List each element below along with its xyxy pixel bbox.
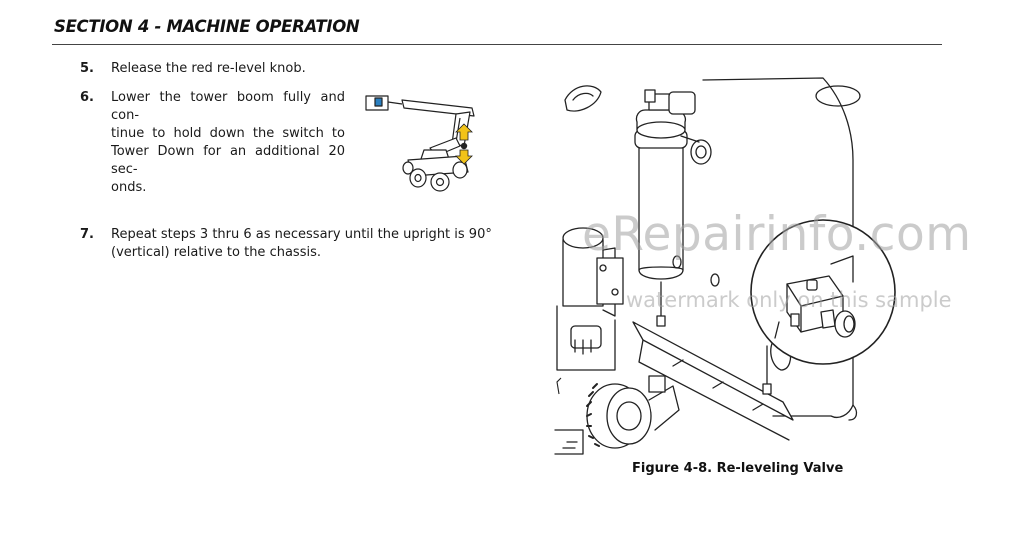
step-number: 7. [80, 227, 94, 242]
step-text: Release the red re-level knob. [111, 60, 306, 78]
watermark-subtext: watermark only on this sample [626, 288, 952, 312]
section-header: SECTION 4 - MACHINE OPERATION [52, 14, 942, 45]
step-number: 6. [80, 90, 94, 105]
boom-lift-illustration [365, 95, 475, 192]
step-number: 5. [80, 61, 94, 76]
section-title: SECTION 4 - MACHINE OPERATION [54, 17, 360, 36]
step-line: Lower the tower boom fully and con- [111, 90, 345, 123]
step-line: (vertical) relative to the chassis. [111, 245, 321, 260]
watermark-text: eRepairinfo.com [582, 207, 972, 262]
step-text: Repeat steps 3 thru 6 as necessary until… [111, 226, 492, 262]
step-text: Lower the tower boom fully and con- tinu… [111, 89, 345, 197]
step-line: Release the red re-level knob. [111, 61, 306, 76]
figure-caption: Figure 4-8. Re-leveling Valve [632, 461, 844, 476]
step-line: Tower Down for an additional 20 sec- [111, 144, 345, 177]
step-line: Repeat steps 3 thru 6 as necessary until… [111, 227, 492, 242]
step-line: tinue to hold down the switch to [111, 126, 345, 141]
re-leveling-valve-figure [554, 77, 896, 455]
step-line: onds. [111, 180, 147, 195]
